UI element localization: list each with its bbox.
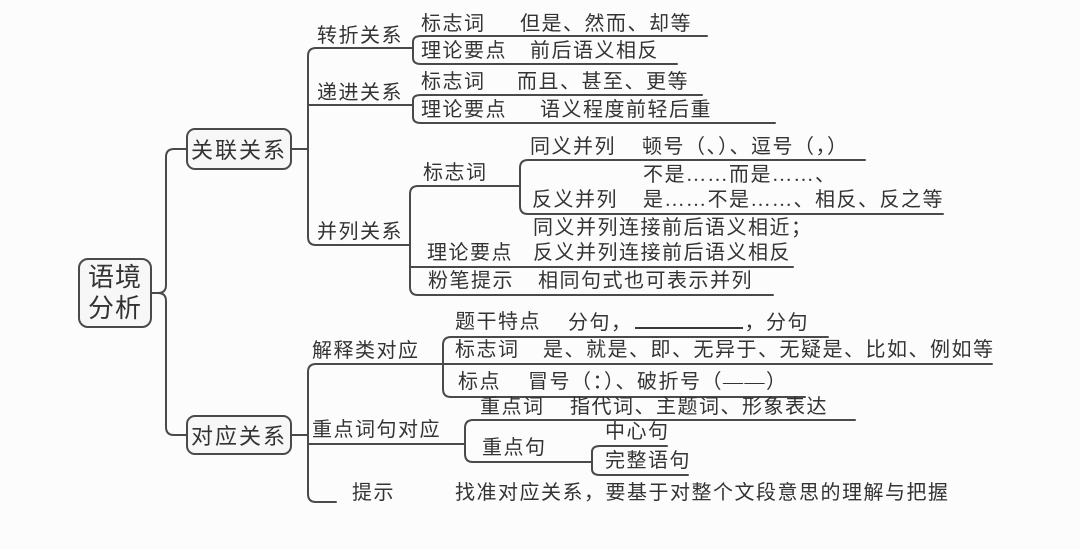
node-fanyi-value-line2: 是……不是……、相反、反之等 (643, 189, 944, 211)
node-dijin-lilun-value: 语义程度前轻后重 (540, 99, 712, 121)
branch-label-guanlian: 关联关系 (190, 138, 287, 163)
connector-binglie-biaozhici-bracket (519, 159, 944, 215)
tigan-suffix: ，分句 (744, 312, 809, 334)
node-binglie-biaozhici-label: 标志词 (423, 162, 488, 184)
node-jieshi-biaozhici-value: 是、就是、即、无异于、无疑是、比如、例如等 (543, 339, 995, 361)
node-zhongdianci-value: 指代词、主题词、形象表达 (570, 396, 828, 418)
connector-duiying-spine (307, 363, 444, 503)
node-zhuanzhe-lilun-label: 理论要点 (421, 40, 507, 62)
node-dijin-biaozhici-value: 而且、甚至、更等 (517, 71, 689, 93)
node-dijin-title: 递进关系 (317, 82, 403, 104)
node-binglie-lilun-line1: 同义并列连接前后语义相近； (533, 217, 813, 239)
node-tigan-value: 分句， ，分句 (568, 311, 809, 334)
connector-zhongdian-bracket (464, 419, 856, 463)
node-binglie-lilun-label: 理论要点 (427, 242, 513, 264)
node-jieshi-title: 解释类对应 (312, 340, 420, 362)
node-binglie-lilun-line2: 反义并列连接前后语义相反 (533, 242, 791, 264)
node-zhuanzhe-biaozhici-label: 标志词 (421, 13, 486, 35)
root-node-yujing-fenxi: 语境 分析 (78, 258, 152, 328)
connector-binglie-bracket (409, 185, 774, 296)
node-wanzhengyuju: 完整语句 (605, 450, 691, 472)
node-zhongdianju-label: 重点句 (482, 437, 547, 459)
tigan-prefix: 分句， (568, 312, 633, 334)
node-zhuanzhe-lilun-value: 前后语义相反 (530, 40, 659, 62)
node-fenbi-value: 相同句式也可表示并列 (538, 270, 753, 292)
connector-zhuanzhe-bracket (412, 35, 708, 65)
connector-root-to-duiying (151, 292, 187, 436)
node-zhuanzhe-title: 转折关系 (317, 25, 403, 47)
node-fenbi-label: 粉笔提示 (428, 270, 514, 292)
connector-dijin-bracket (412, 94, 776, 124)
root-label-line1: 语境 (87, 263, 142, 292)
connector-jieshi-bracket (442, 336, 829, 398)
connector-zhongdianju-bracket (591, 445, 689, 476)
node-tishi-value: 找准对应关系，要基于对整个文段意思的理解与把握 (455, 482, 950, 504)
node-tongyi-value: 顿号（、）、逗号（，） (642, 136, 849, 158)
node-zhongdianci-label: 重点词 (480, 396, 545, 418)
node-zhuanzhe-biaozhici-value: 但是、然而、却等 (520, 13, 692, 35)
node-biaodian-label: 标点 (458, 371, 501, 393)
connector-root-to-guanlian (151, 148, 187, 294)
tigan-blank-line (634, 311, 743, 329)
node-jieshi-biaozhici-label: 标志词 (455, 339, 520, 361)
node-dijin-biaozhici-label: 标志词 (421, 71, 486, 93)
branch-node-guanlian: 关联关系 (186, 128, 292, 170)
branch-label-duiying: 对应关系 (190, 424, 287, 449)
node-binglie-title: 并列关系 (317, 221, 403, 243)
branch-node-duiying: 对应关系 (186, 415, 292, 455)
node-zhongxinju: 中心句 (605, 421, 670, 443)
node-zhongdian-title: 重点词句对应 (312, 419, 441, 441)
node-biaodian-value: 冒号（：）、破折号（——） (528, 371, 788, 393)
node-fanyi-value-line1: 不是……而是……、 (643, 164, 837, 186)
node-tishi-label: 提示 (352, 482, 395, 504)
node-tongyi-label: 同义并列 (530, 136, 616, 158)
node-tigan-label: 题干特点 (455, 311, 541, 333)
node-dijin-lilun-label: 理论要点 (421, 99, 507, 121)
root-label-line2: 分析 (87, 294, 142, 323)
node-fanyi-label: 反义并列 (532, 189, 618, 211)
connector-guanlian-spine (307, 47, 414, 246)
